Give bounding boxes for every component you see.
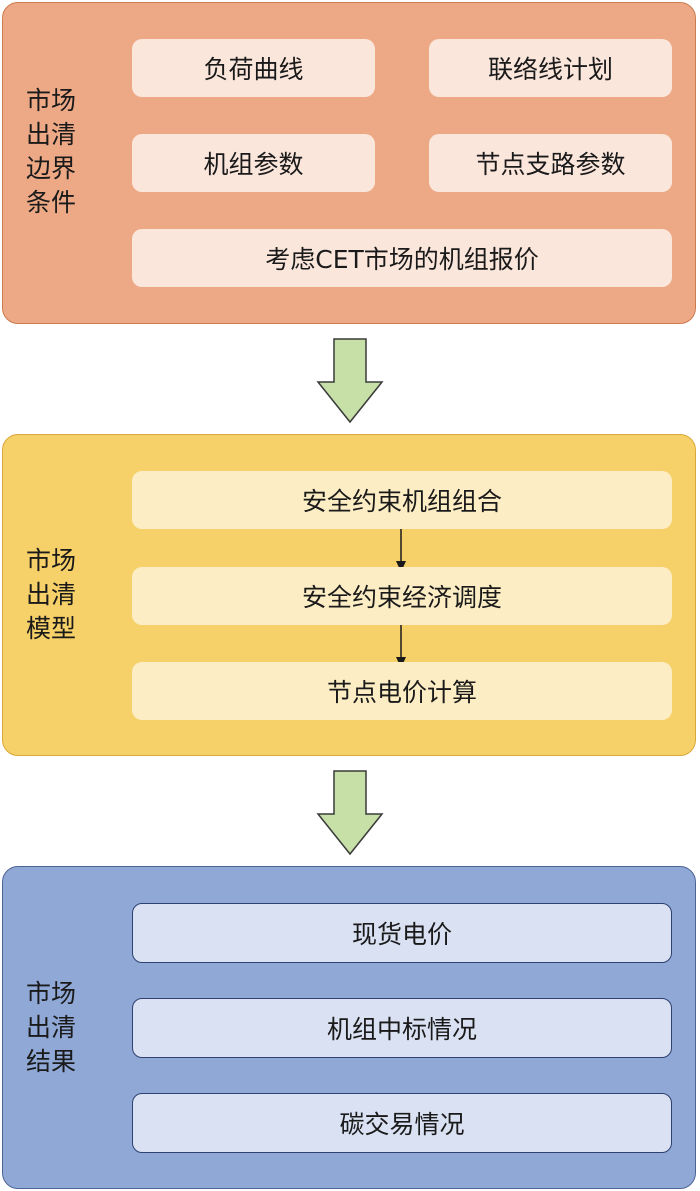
small-arrow-down-1 — [396, 529, 406, 572]
clearing-model-label: 市场 出清 模型 — [26, 546, 77, 643]
security-constrained-economic-dispatch-box: 安全约束经济调度 — [132, 567, 672, 625]
load-curve-box: 负荷曲线 — [132, 39, 375, 97]
node-branch-parameters-box: 节点支路参数 — [429, 134, 672, 192]
flow-arrow-down-1 — [316, 338, 384, 424]
tie-line-plan-box: 联络线计划 — [429, 39, 672, 97]
unit-bid-box: 考虑CET市场的机组报价 — [132, 229, 672, 287]
nodal-price-calculation-box: 节点电价计算 — [132, 662, 672, 720]
clearing-results-label: 市场 出清 结果 — [26, 979, 77, 1076]
spot-price-box: 现货电价 — [132, 903, 672, 963]
unit-parameters-box: 机组参数 — [132, 134, 375, 192]
carbon-trading-box: 碳交易情况 — [132, 1093, 672, 1153]
flow-arrow-down-2 — [316, 770, 384, 856]
boundary-conditions-label: 市场 出清 边界 条件 — [26, 86, 77, 217]
security-constrained-unit-commitment-box: 安全约束机组组合 — [132, 471, 672, 529]
unit-winning-bid-box: 机组中标情况 — [132, 998, 672, 1058]
